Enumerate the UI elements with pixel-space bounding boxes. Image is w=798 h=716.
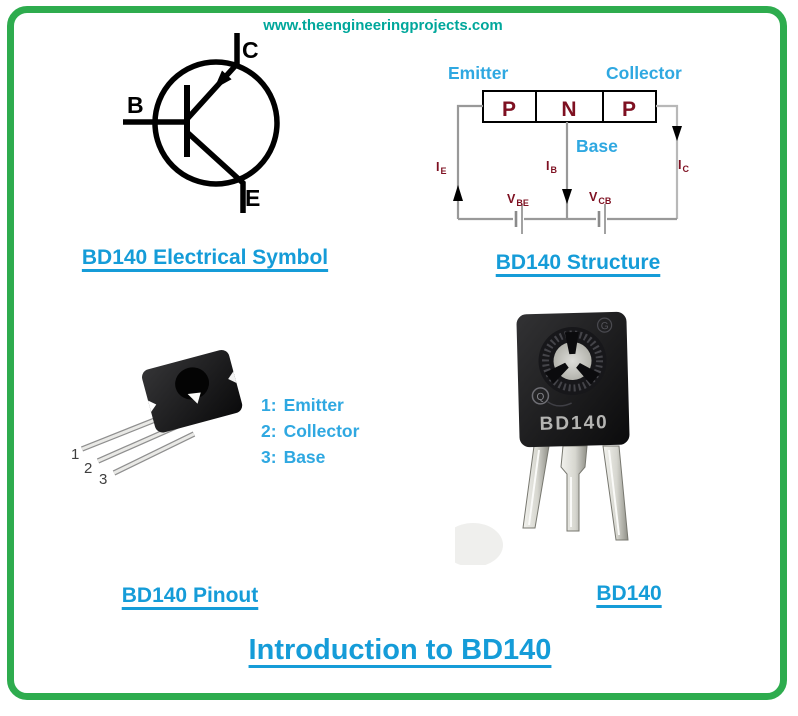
collector-terminal-label: C <box>242 37 259 63</box>
structure-diagram-figure: Emitter Collector P N P Base IE <box>436 63 689 234</box>
voltage-vbe-label: VBE <box>507 192 529 208</box>
device-mark-g: G <box>601 321 609 332</box>
battery-vcb-icon <box>597 204 606 234</box>
pin-legend-row-3: 3: Base <box>261 447 359 468</box>
pinout-body <box>142 349 243 433</box>
current-ie-label: IE <box>436 160 447 176</box>
device-photo-caption: BD140 <box>596 582 662 605</box>
page-title: Introduction to BD140 <box>248 634 552 666</box>
pin2-name: Collector <box>283 421 360 441</box>
pnp-arrow-icon <box>214 70 232 89</box>
pin1-name: Emitter <box>283 395 344 415</box>
pin-legend-row-2: 2: Collector <box>261 421 359 442</box>
structure-collector-label: Collector <box>606 63 682 83</box>
device-mark-q: Q <box>536 392 544 403</box>
device-legs <box>522 445 629 541</box>
emitter-terminal-label: E <box>245 185 260 211</box>
ie-arrow-icon <box>453 185 463 201</box>
pinout-pin1-number: 1 <box>71 446 79 463</box>
pinout-hole <box>175 367 210 400</box>
pinout-caption: BD140 Pinout <box>121 584 259 607</box>
device-hole-notches <box>545 331 600 385</box>
collector-wire <box>656 104 679 219</box>
ib-arrow-icon <box>562 189 572 204</box>
structure-caption: BD140 Structure <box>495 251 661 274</box>
structure-base-label: Base <box>576 136 618 156</box>
current-ib-label: IB <box>546 159 557 175</box>
website-url: www.theengineeringprojects.com <box>263 17 503 34</box>
device-part-marking: BD140 <box>539 412 609 435</box>
pinout-pin3-number: 3 <box>99 471 107 488</box>
pin1-number-label: 1: <box>261 395 277 415</box>
pin3-name: Base <box>283 447 326 467</box>
pin-legend-row-1: 1: Emitter <box>261 395 359 416</box>
ic-arrow-icon <box>672 126 682 141</box>
structure-emitter-label: Emitter <box>448 63 508 83</box>
region-n-label: N <box>561 98 576 121</box>
current-ic-label: IC <box>678 158 689 174</box>
battery-vbe-icon <box>514 204 523 234</box>
pinout-photo-figure: 1 2 3 <box>71 349 243 488</box>
pinout-pin2-number: 2 <box>84 460 92 477</box>
base-terminal-label: B <box>127 92 144 118</box>
collector-lead-line <box>185 33 240 120</box>
pin3-number-label: 3: <box>261 447 277 467</box>
device-photo-figure: G Q BD140 <box>455 311 630 565</box>
voltage-vcb-label: VCB <box>589 190 612 206</box>
symbol-caption: BD140 Electrical Symbol <box>81 246 329 269</box>
region-p2-label: P <box>622 98 636 121</box>
electrical-symbol-figure: B C E <box>123 33 280 213</box>
border-frame <box>7 6 787 700</box>
pin-legend: 1: Emitter 2: Collector 3: Base <box>261 395 359 473</box>
pin2-number-label: 2: <box>261 421 277 441</box>
emitter-lead-line <box>186 130 246 213</box>
emitter-wire <box>456 104 483 219</box>
region-p1-label: P <box>502 98 516 121</box>
